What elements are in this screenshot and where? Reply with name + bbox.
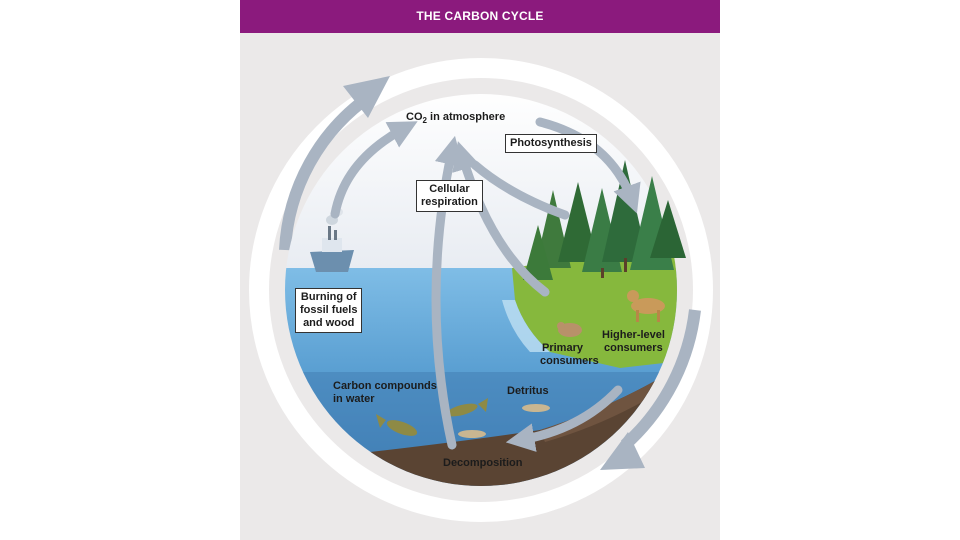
shore-foam [502, 300, 550, 352]
arrow-land-respiration [452, 141, 550, 297]
label-photosynthesis: Photosynthesis [505, 134, 597, 153]
label-higher-level-consumers: Higher-level consumers [602, 329, 665, 354]
bobcat-icon [627, 290, 665, 322]
label-detritus: Detritus [507, 385, 549, 397]
detritus-icon [458, 430, 486, 438]
sediment [285, 360, 677, 486]
ship-icon [310, 208, 354, 272]
fish-icon [446, 398, 488, 417]
grassland [512, 240, 677, 368]
outer-cycle-arrow-right [620, 309, 701, 450]
fish-icon [376, 414, 418, 436]
outer-arrowhead-right-icon [600, 432, 645, 470]
outer-ring [249, 58, 713, 522]
figure-panel: THE CARBON CYCLE [240, 0, 720, 540]
label-carbon-compounds-in-water: Carbon compounds in water [333, 380, 437, 405]
arrow-burning-to-co2 [330, 121, 418, 219]
label-primary-consumers: Primary consumers [540, 342, 599, 367]
forest [523, 160, 686, 280]
outer-cycle-arrow-left [279, 91, 374, 251]
rodent-icon [557, 322, 582, 337]
label-decomposition: Decomposition [443, 457, 523, 469]
label-burning-fossil-fuels: Burning of fossil fuels and wood [295, 288, 363, 333]
outer-arrowhead-left-icon [343, 76, 390, 118]
label-co2-atmosphere: CO2 in atmosphere [406, 111, 506, 126]
label-cellular-respiration: Cellular respiration [416, 180, 483, 212]
arrow-forest-respiration [470, 160, 570, 220]
arrow-decomposition [505, 385, 623, 452]
figure-title: THE CARBON CYCLE [416, 9, 544, 23]
carbon-cycle-diagram [249, 58, 713, 522]
title-bar: THE CARBON CYCLE [240, 0, 720, 33]
arrow-photosynthesis [535, 117, 641, 214]
